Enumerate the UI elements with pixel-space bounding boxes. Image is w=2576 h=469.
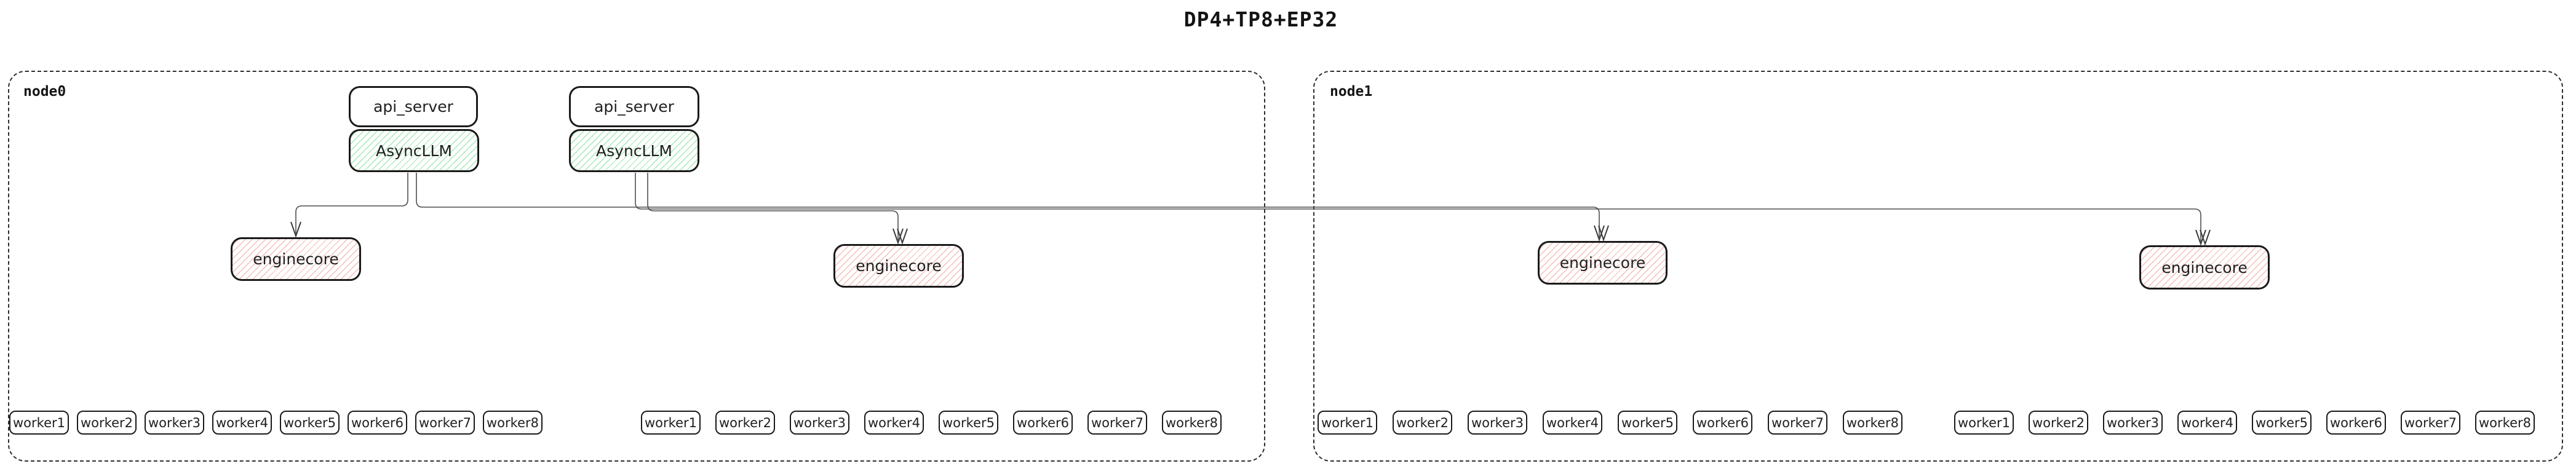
worker-box: worker3	[1468, 411, 1527, 435]
worker-box: worker4	[1543, 411, 1602, 435]
worker-label: worker2	[81, 415, 133, 430]
worker-box: worker2	[1393, 411, 1452, 435]
worker-label: worker7	[419, 415, 471, 430]
worker-box: worker6	[1013, 411, 1073, 435]
worker-box: worker3	[790, 411, 849, 435]
api-server-box-1: api_server	[349, 86, 478, 127]
worker-label: worker1	[1958, 415, 2010, 430]
worker-box: worker7	[2401, 411, 2460, 435]
worker-box: worker8	[1843, 411, 1902, 435]
worker-label: worker1	[645, 415, 697, 430]
enginecore-box-3: enginecore	[1538, 241, 1668, 285]
worker-box: worker1	[1318, 411, 1377, 435]
node0-frame	[8, 71, 1265, 462]
worker-label: worker4	[868, 415, 920, 430]
worker-box: worker4	[212, 411, 272, 435]
worker-box: worker1	[1954, 411, 2014, 435]
worker-box: worker2	[2029, 411, 2088, 435]
worker-label: worker2	[2032, 415, 2085, 430]
worker-label: worker3	[793, 415, 846, 430]
worker-box: worker7	[415, 411, 475, 435]
worker-label: worker8	[1847, 415, 1899, 430]
worker-label: worker8	[1166, 415, 1218, 430]
worker-label: worker6	[1017, 415, 1069, 430]
enginecore-label-4: enginecore	[2161, 258, 2248, 277]
worker-label: worker1	[1321, 415, 1373, 430]
worker-box: worker7	[1768, 411, 1827, 435]
worker-label: worker5	[284, 415, 336, 430]
node1-frame	[1313, 71, 2563, 462]
enginecore-label-3: enginecore	[1559, 254, 1646, 272]
api-server-label-2: api_server	[594, 98, 674, 116]
worker-label: worker3	[2107, 415, 2159, 430]
worker-label: worker7	[1091, 415, 1143, 430]
worker-box: worker5	[1618, 411, 1677, 435]
worker-label: worker5	[942, 415, 995, 430]
api-server-box-2: api_server	[569, 86, 699, 127]
worker-box: worker3	[2103, 411, 2163, 435]
worker-label: worker8	[487, 415, 539, 430]
enginecore-box-2: enginecore	[833, 244, 964, 288]
worker-label: worker6	[1696, 415, 1749, 430]
worker-box: worker4	[2177, 411, 2237, 435]
worker-box: worker2	[715, 411, 775, 435]
worker-box: worker3	[145, 411, 204, 435]
asyncllm-box-1: AsyncLLM	[349, 129, 479, 172]
worker-label: worker3	[1471, 415, 1524, 430]
node0-label: node0	[23, 84, 66, 100]
worker-box: worker6	[1693, 411, 1752, 435]
worker-label: worker8	[2479, 415, 2531, 430]
enginecore-label-2: enginecore	[856, 257, 942, 275]
enginecore-box-1: enginecore	[231, 237, 361, 281]
worker-box: worker8	[2475, 411, 2535, 435]
worker-label: worker5	[1621, 415, 1674, 430]
worker-box: worker5	[2252, 411, 2312, 435]
worker-box: worker5	[280, 411, 340, 435]
worker-label: worker3	[148, 415, 201, 430]
worker-label: worker7	[1771, 415, 1824, 430]
enginecore-label-1: enginecore	[253, 250, 339, 268]
worker-label: worker4	[216, 415, 268, 430]
asyncllm-box-2: AsyncLLM	[569, 129, 699, 172]
diagram-title: DP4+TP8+EP32	[1183, 7, 1338, 31]
asyncllm-label-2: AsyncLLM	[596, 141, 672, 160]
worker-box: worker2	[77, 411, 137, 435]
enginecore-box-4: enginecore	[2139, 245, 2270, 290]
worker-box: worker8	[483, 411, 543, 435]
worker-label: worker5	[2256, 415, 2308, 430]
worker-label: worker4	[1546, 415, 1599, 430]
worker-label: worker7	[2404, 415, 2457, 430]
worker-box: worker1	[641, 411, 701, 435]
worker-box: worker6	[348, 411, 407, 435]
worker-box: worker8	[1162, 411, 1222, 435]
worker-label: worker6	[2330, 415, 2382, 430]
node1-label: node1	[1330, 84, 1373, 100]
worker-box: worker5	[939, 411, 998, 435]
worker-box: worker4	[864, 411, 924, 435]
asyncllm-label-1: AsyncLLM	[376, 141, 452, 160]
worker-label: worker1	[13, 415, 65, 430]
worker-box: worker7	[1087, 411, 1147, 435]
worker-label: worker2	[1396, 415, 1449, 430]
worker-box: worker1	[9, 411, 69, 435]
worker-box: worker6	[2326, 411, 2386, 435]
worker-label: worker4	[2181, 415, 2233, 430]
worker-label: worker6	[351, 415, 403, 430]
worker-label: worker2	[719, 415, 771, 430]
api-server-label-1: api_server	[373, 98, 453, 116]
